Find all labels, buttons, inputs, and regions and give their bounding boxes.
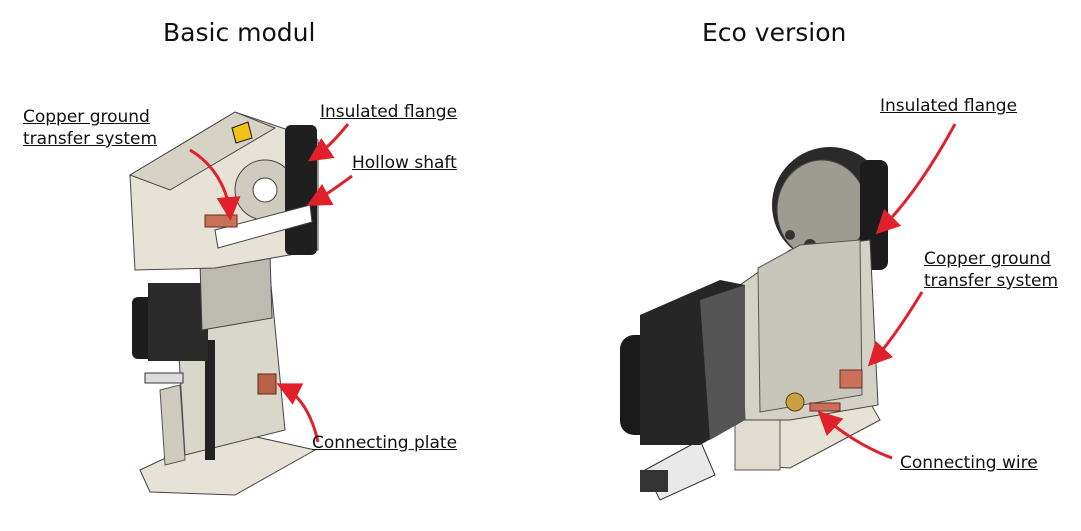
basic-modul-title: Basic modul <box>163 18 316 47</box>
arrow-hollow-shaft-basic <box>306 174 353 206</box>
label-connecting-plate-basic: Connecting plate <box>312 433 458 453</box>
label-copper-ground-basic: Copper ground transfer system <box>23 106 157 150</box>
basic-motor <box>148 283 208 361</box>
eco-copper-system <box>839 369 863 389</box>
label-insulated-flange-eco: Insulated flange <box>880 96 1018 116</box>
label-copper-ground-eco-line2: transfer system <box>924 271 1058 291</box>
arrow-copper-basic <box>189 148 241 221</box>
eco-version-title: Eco version <box>702 18 847 47</box>
arrow-insulated-flange-basic <box>308 123 350 162</box>
label-connecting-wire-eco: Connecting wire <box>900 453 1038 473</box>
arrow-connecting-plate-basic <box>276 383 320 443</box>
basic-copper-system <box>204 214 238 228</box>
basic-hollow-shaft <box>214 204 313 249</box>
label-insulated-flange-basic: Insulated flange <box>320 102 458 122</box>
arrow-copper-eco <box>867 291 924 367</box>
eco-connecting-wire <box>809 402 841 412</box>
eco-brass-nut <box>785 392 805 412</box>
basic-insulated-flange <box>285 125 317 255</box>
eco-version-device <box>620 147 888 501</box>
basic-connecting-plate <box>257 373 277 395</box>
label-copper-ground-basic-line2: transfer system <box>23 129 157 149</box>
label-copper-ground-basic-line1: Copper ground <box>23 107 150 127</box>
label-hollow-shaft-basic: Hollow shaft <box>352 153 457 173</box>
label-copper-ground-eco: Copper ground transfer system <box>924 248 1058 292</box>
arrow-connecting-wire-eco <box>817 410 893 460</box>
label-copper-ground-eco-line1: Copper ground <box>924 249 1051 269</box>
arrow-insulated-flange-eco <box>875 123 957 235</box>
basic-modul-device <box>128 111 319 496</box>
warning-sticker <box>231 121 253 144</box>
